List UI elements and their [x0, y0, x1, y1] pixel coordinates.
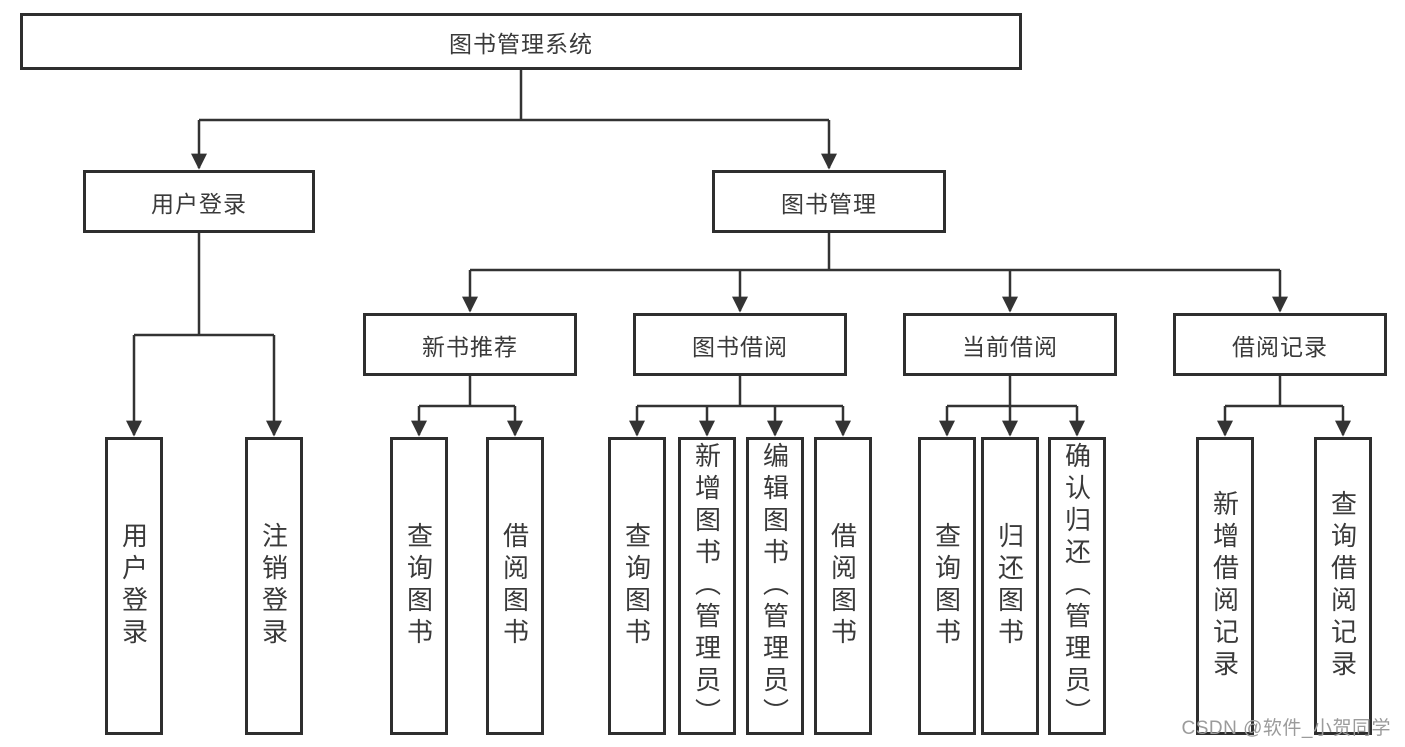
leaf-confirm-return-admin: 确认归还（管理员）	[1048, 437, 1106, 735]
node-borrow-records: 借阅记录	[1173, 313, 1387, 376]
node-label: 图书管理	[781, 190, 877, 217]
leaf-label: 注销登录	[258, 522, 289, 650]
leaf-query-books-borrowing: 查询图书	[608, 437, 666, 735]
leaf-query-borrow-record: 查询借阅记录	[1314, 437, 1372, 735]
connector-userlogin-to-leaves	[125, 233, 283, 437]
leaf-label: 查询图书	[403, 522, 434, 650]
node-label: 用户登录	[151, 190, 247, 217]
leaf-label: 查询图书	[931, 522, 962, 650]
connector-borrowing-to-leaves	[628, 376, 852, 437]
leaf-add-borrow-record: 新增借阅记录	[1196, 437, 1254, 735]
leaf-return-book: 归还图书	[981, 437, 1039, 735]
node-user-login: 用户登录	[83, 170, 315, 233]
leaf-label: 编辑图书（管理员）	[759, 442, 790, 730]
leaf-query-books-newbook: 查询图书	[390, 437, 448, 735]
leaf-label: 借阅图书	[827, 522, 858, 650]
node-book-borrowing: 图书借阅	[633, 313, 847, 376]
node-label: 图书借阅	[692, 333, 788, 360]
leaf-user-login: 用户登录	[105, 437, 163, 735]
leaf-add-book-admin: 新增图书（管理员）	[678, 437, 736, 735]
node-new-book-recommend: 新书推荐	[363, 313, 577, 376]
connector-bookmgmt-to-level3	[461, 233, 1289, 313]
leaf-edit-book-admin: 编辑图书（管理员）	[746, 437, 804, 735]
node-current-borrow: 当前借阅	[903, 313, 1117, 376]
csdn-watermark: CSDN @软件_小贺同学	[1181, 718, 1391, 739]
leaf-label: 用户登录	[118, 522, 149, 650]
leaf-label: 确认归还（管理员）	[1061, 442, 1092, 730]
leaf-label: 新增图书（管理员）	[691, 442, 722, 730]
node-label: 新书推荐	[422, 333, 518, 360]
node-book-management: 图书管理	[712, 170, 946, 233]
node-label: 当前借阅	[962, 333, 1058, 360]
connector-root-to-level2	[190, 69, 838, 170]
leaf-label: 查询图书	[621, 522, 652, 650]
connector-currentborrow-to-leaves	[938, 376, 1086, 437]
leaf-label: 归还图书	[994, 522, 1025, 650]
leaf-label: 新增借阅记录	[1209, 490, 1240, 682]
leaf-borrow-books-borrowing: 借阅图书	[814, 437, 872, 735]
node-label: 图书管理系统	[449, 30, 593, 57]
node-label: 借阅记录	[1232, 333, 1328, 360]
connector-records-to-leaves	[1216, 376, 1352, 437]
leaf-label: 借阅图书	[499, 522, 530, 650]
leaf-logout: 注销登录	[245, 437, 303, 735]
node-library-management-system: 图书管理系统	[20, 13, 1022, 70]
connector-newbook-to-leaves	[410, 376, 524, 437]
leaf-borrow-books-newbook: 借阅图书	[486, 437, 544, 735]
leaf-query-books-current: 查询图书	[918, 437, 976, 735]
leaf-label: 查询借阅记录	[1327, 490, 1358, 682]
